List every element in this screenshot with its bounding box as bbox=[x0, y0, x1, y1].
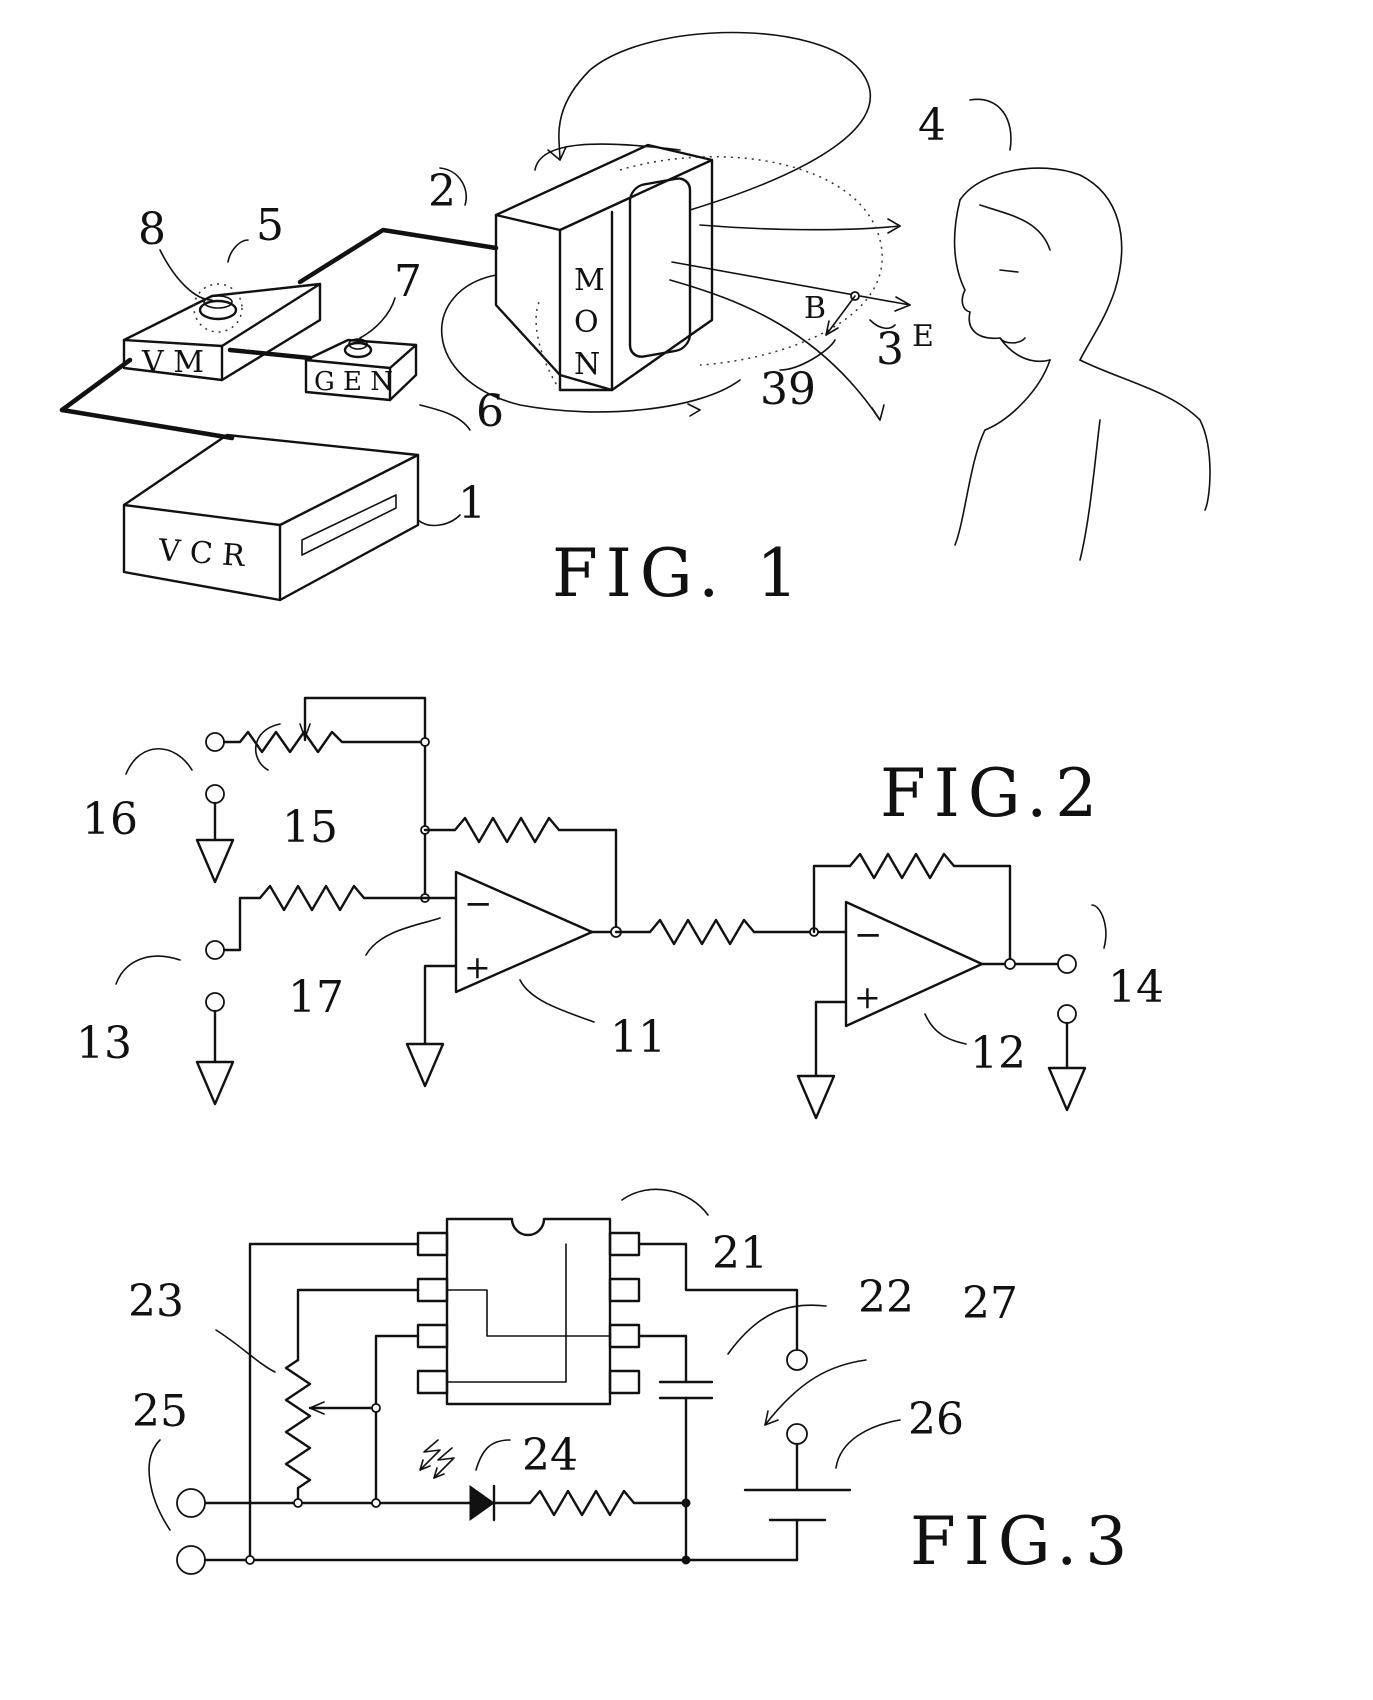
video-modulator-unit: V M bbox=[122, 282, 322, 382]
generator-unit: G E N bbox=[304, 338, 418, 402]
magnetic-field-lines bbox=[440, 31, 901, 421]
ref-24: 24 bbox=[522, 1430, 578, 1481]
ref-11: 11 bbox=[610, 1012, 666, 1063]
ref-16: 16 bbox=[82, 794, 138, 845]
op-amp-11-plus: + bbox=[464, 948, 491, 986]
vm-knob bbox=[198, 299, 238, 321]
ref-2: 2 bbox=[428, 166, 456, 217]
timer-ic-21 bbox=[416, 1217, 641, 1406]
ref-13: 13 bbox=[76, 1018, 132, 1069]
viewer-person bbox=[953, 167, 1211, 561]
gen-label: G E N bbox=[314, 367, 393, 397]
ref-8: 8 bbox=[138, 204, 166, 255]
ref-12: 12 bbox=[970, 1028, 1026, 1079]
mon-letter-o: O bbox=[574, 305, 599, 340]
figure-2: − + − + 11 12 13 14 15 16 bbox=[76, 696, 1164, 1120]
mon-letter-n: N bbox=[574, 347, 600, 382]
vcr-unit: V C R bbox=[122, 433, 420, 602]
op-amp-11-minus: − bbox=[464, 884, 493, 924]
ref-17: 17 bbox=[288, 972, 344, 1023]
ref-6: 6 bbox=[476, 386, 504, 437]
ref-21: 21 bbox=[712, 1228, 768, 1279]
ref-4: 4 bbox=[918, 100, 946, 151]
vector-e-label: E bbox=[912, 319, 934, 354]
op-amp-12-minus: − bbox=[854, 915, 883, 955]
figure-3: 21 22 23 24 25 26 27 FIG.3 bbox=[128, 1188, 1135, 1580]
ref-1: 1 bbox=[458, 478, 486, 529]
op-amp-12-plus: + bbox=[854, 978, 881, 1016]
vcr-label: V C R bbox=[156, 533, 247, 574]
figure-1-caption: FIG. 1 bbox=[552, 535, 806, 612]
ref-15: 15 bbox=[282, 802, 338, 853]
ref-14: 14 bbox=[1108, 962, 1164, 1013]
ref-22: 22 bbox=[858, 1272, 914, 1323]
mon-letter-m: M bbox=[574, 263, 605, 298]
ref-5: 5 bbox=[256, 200, 284, 251]
vector-b-label: B bbox=[804, 291, 826, 326]
ref-23: 23 bbox=[128, 1276, 184, 1327]
field-vectors: B E bbox=[671, 261, 934, 354]
op-amp-11 bbox=[454, 870, 594, 994]
ref-27: 27 bbox=[962, 1278, 1018, 1329]
ref-39: 39 bbox=[760, 364, 816, 415]
ref-7: 7 bbox=[394, 256, 422, 307]
figure-1: V C R V M G E N bbox=[59, 31, 1211, 612]
op-amp-12 bbox=[844, 900, 984, 1028]
figure-3-caption: FIG.3 bbox=[910, 1503, 1135, 1580]
ref-25: 25 bbox=[132, 1386, 188, 1437]
gen-knob bbox=[343, 341, 373, 359]
vm-label: V M bbox=[141, 345, 204, 380]
monitor-unit: M O N bbox=[494, 143, 714, 392]
figure-2-caption: FIG.2 bbox=[880, 755, 1105, 832]
ref-26: 26 bbox=[908, 1394, 964, 1445]
ref-3: 3 bbox=[876, 324, 904, 375]
